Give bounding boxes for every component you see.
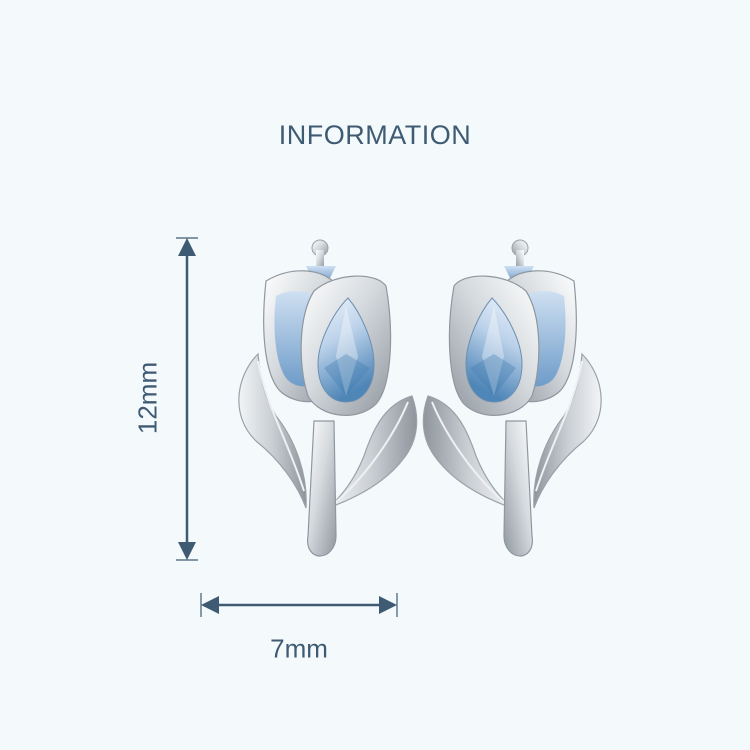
- left-earring-image: [237, 239, 418, 557]
- height-dimension-arrow: [176, 237, 198, 561]
- width-dimension-label: 7mm: [270, 633, 328, 664]
- right-earring-image: [422, 239, 603, 557]
- width-dimension-arrow: [200, 593, 398, 617]
- page-title: INFORMATION: [278, 120, 472, 150]
